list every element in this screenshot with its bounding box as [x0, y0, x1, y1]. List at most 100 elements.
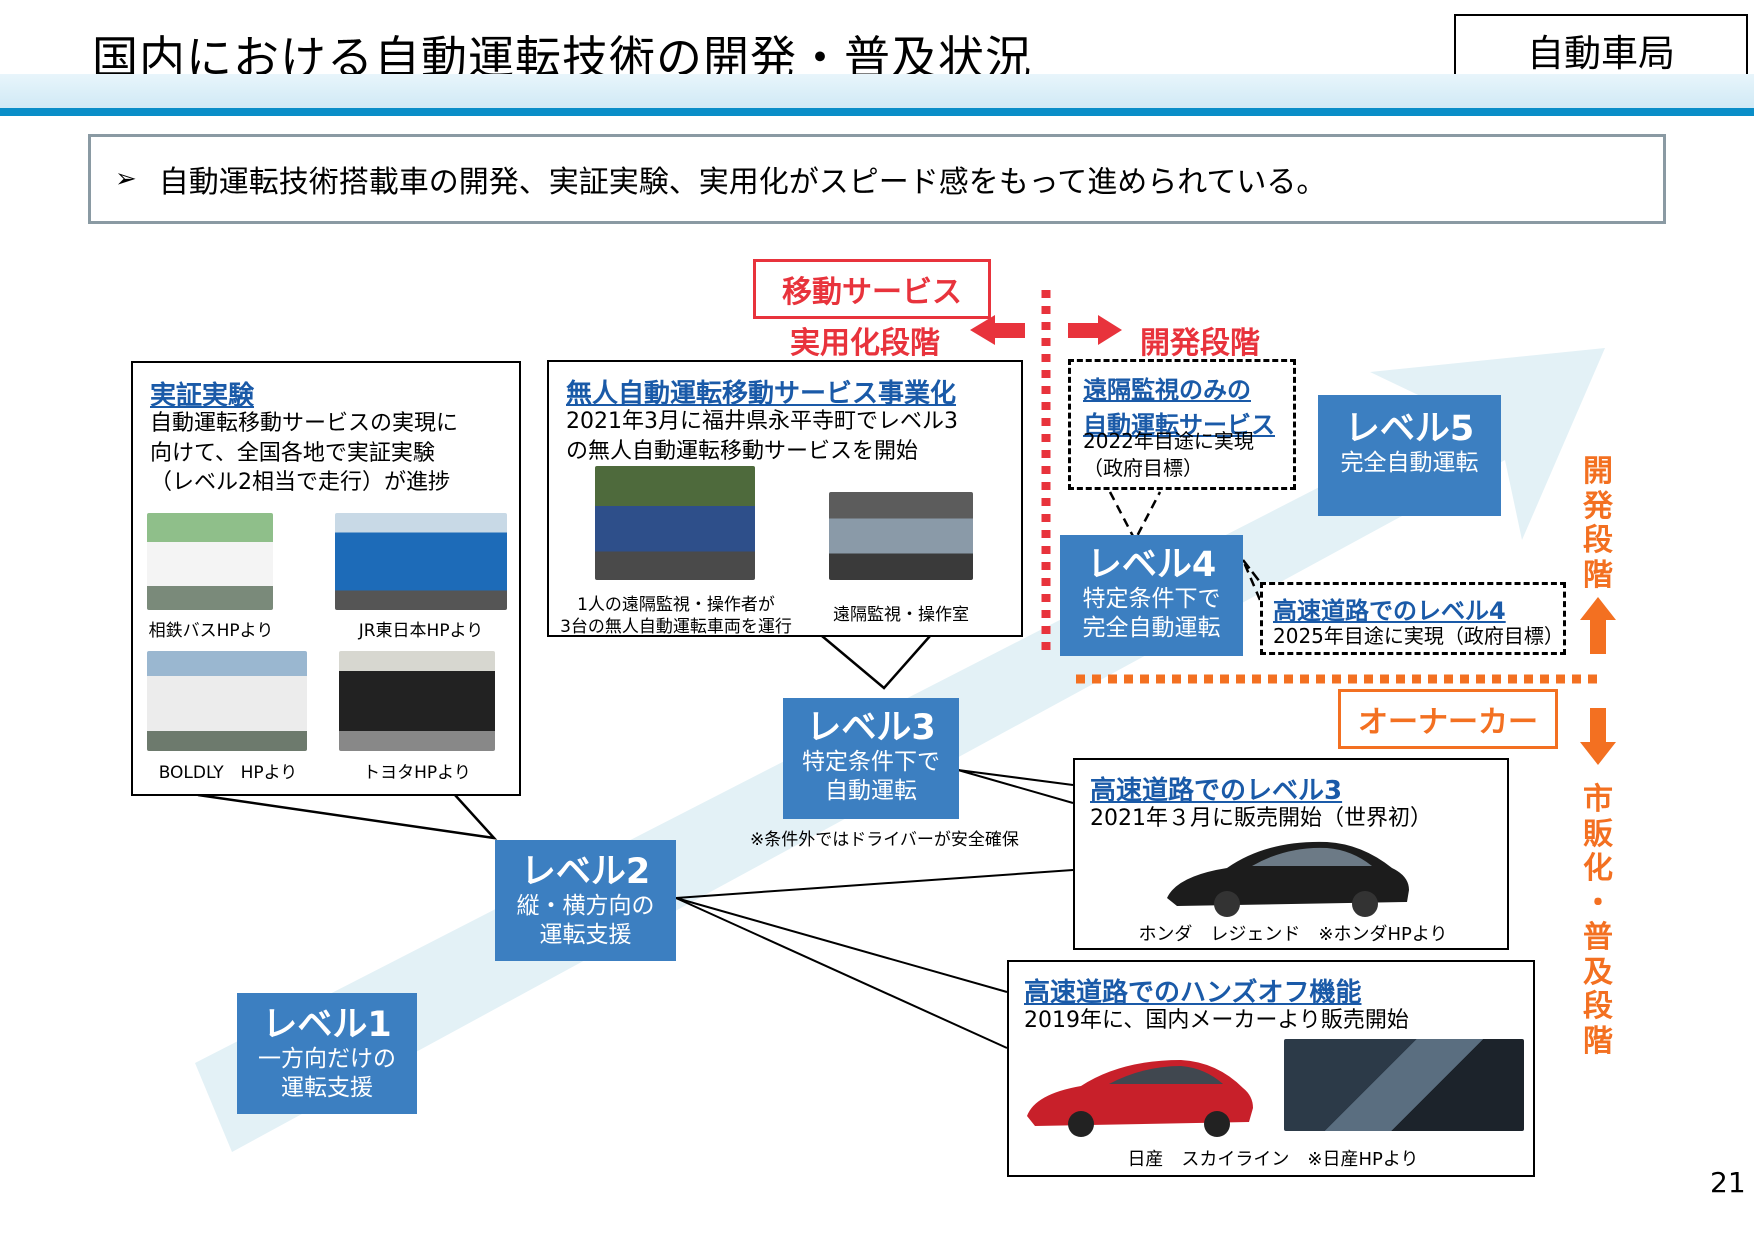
level4-desc1: 特定条件下で [1082, 586, 1221, 613]
vertical-char: 普 [1583, 920, 1613, 955]
level5-desc1: 完全自動運転 [1340, 450, 1479, 477]
vertical-char: 及 [1583, 954, 1613, 990]
level5-box: レベル5 完全自動運転 [1318, 395, 1501, 516]
toyota-epalette-photo [339, 651, 495, 751]
owner-development-vertical: 開発段階 [1578, 454, 1618, 593]
level2-connector-a [675, 869, 1074, 899]
trial-line1: 自動運転移動サービスの実現に [150, 411, 459, 436]
honda-legend-photo [1167, 841, 1409, 917]
level1-desc1: 一方向だけの [258, 1046, 396, 1073]
handsoff-line1: 2019年に、国内メーカーより販売開始 [1024, 1008, 1409, 1033]
trial-title[interactable]: 実証実験 [150, 381, 255, 411]
trial-text: 自動運転移動サービスの実現に 向けて、全国各地で実証実験 （レベル2相当で走行）… [150, 409, 458, 498]
level1-box: レベル1 一方向だけの 運転支援 [237, 993, 417, 1114]
handsoff-title[interactable]: 高速道路でのハンズオフ機能 [1024, 978, 1362, 1008]
arrow-left-icon [970, 315, 1025, 345]
unmanned-vehicle-photo [595, 466, 755, 580]
handsoff-caption: 日産 スカイライン ※日産HPより [1127, 1149, 1419, 1170]
level2-desc2: 運転支援 [539, 922, 632, 948]
vertical-char: 階 [1583, 557, 1613, 593]
level1-title: レベル1 [262, 1005, 392, 1045]
trial-callout: 実証実験 自動運転移動サービスの実現に 向けて、全国各地で実証実験 （レベル2相… [131, 361, 521, 796]
vertical-char: 開 [1583, 454, 1613, 489]
page-number: 21 [1710, 1166, 1746, 1199]
level3-title: レベル3 [806, 708, 936, 748]
unmanned-callout: 無人自動運転移動サービス事業化 2021年3月に福井県永平寺町でレベル3 の無人… [547, 360, 1023, 637]
practical-stage-label: 実用化段階 [790, 326, 940, 361]
unmanned-caption-right: 遠隔監視・操作室 [833, 605, 969, 625]
remote-text: 2022年目途に実現 （政府目標） [1083, 428, 1254, 482]
remote-line2: （政府目標） [1083, 456, 1203, 480]
arrow-up-icon [1580, 597, 1616, 654]
remote-title2[interactable]: 自動運転サービス [1083, 411, 1275, 439]
remote-control-room-photo [829, 492, 973, 580]
unmanned-text: 2021年3月に福井県永平寺町でレベル3 の無人自動運転移動サービスを開始 [566, 407, 958, 466]
level2-desc1: 縦・横方向の [516, 893, 655, 920]
remote-title: 遠隔監視のみの 自動運転サービス [1083, 370, 1275, 440]
nissan-skyline-photo [1027, 1060, 1253, 1137]
trial-caption-1: 相鉄バスHPより [148, 621, 274, 641]
owner-car-label: オーナーカー [1338, 689, 1558, 749]
remote-line1: 2022年目途に実現 [1083, 429, 1254, 453]
remote-service-box: 遠隔監視のみの 自動運転サービス 2022年目途に実現 （政府目標） [1068, 359, 1296, 490]
highway-l4-title[interactable]: 高速道路でのレベル4 [1273, 597, 1506, 625]
unmanned-caption-left2: 3台の無人自動運転車両を運行 [560, 617, 792, 638]
level3-desc2: 自動運転 [825, 778, 917, 804]
level5-title: レベル5 [1344, 409, 1475, 449]
highway-l3-callout: 高速道路でのレベル3 2021年３月に販売開始（世界初） ホンダ レジェンド ※… [1073, 758, 1509, 950]
development-stage-label: 開発段階 [1140, 326, 1260, 361]
remote-connector [1108, 491, 1162, 543]
header-band [0, 74, 1754, 110]
level3-desc1: 特定条件下で [802, 749, 940, 776]
jr-east-bus-photo [335, 513, 507, 610]
level2-box: レベル2 縦・横方向の 運転支援 [495, 840, 676, 961]
vertical-char: 階 [1583, 1023, 1613, 1059]
level4-title: レベル4 [1086, 545, 1217, 585]
vertical-char: 段 [1583, 989, 1613, 1024]
summary-text: 自動運転技術搭載車の開発、実証実験、実用化がスピード感をもって進められている。 [158, 165, 1327, 200]
unmanned-title[interactable]: 無人自動運転移動サービス事業化 [566, 379, 957, 409]
trial-caption-4: トヨタHPより [363, 763, 471, 783]
level4-desc2: 完全自動運転 [1082, 615, 1221, 641]
sotetsu-bus-photo [147, 513, 273, 610]
handsoff-callout: 高速道路でのハンズオフ機能 2019年に、国内メーカーより販売開始 日産 スカイ… [1007, 960, 1535, 1177]
unmanned-caption-left1: 1人の遠隔監視・操作者が [577, 595, 775, 615]
header-rule [0, 108, 1754, 116]
arrow-right-icon [1068, 315, 1122, 345]
level2-connector-c [675, 897, 1008, 1049]
level2-connector-b [675, 897, 1008, 993]
level4-connector [1241, 559, 1262, 601]
trial-caption-3: BOLDLY HPより [158, 763, 298, 783]
unmanned-callout-tail [820, 634, 910, 688]
handsoff-driver-photo [1284, 1039, 1524, 1131]
trial-caption-2: JR東日本HPより [358, 621, 484, 641]
vertical-char: 発 [1583, 488, 1613, 524]
mobility-service-label: 移動サービス [753, 259, 991, 319]
highway-l3-caption: ホンダ レジェンド ※ホンダHPより [1138, 924, 1448, 945]
vertical-char: 段 [1583, 523, 1613, 558]
owner-market-vertical: 市販化・普及段階 [1578, 782, 1618, 1059]
remote-title1[interactable]: 遠隔監視のみの [1083, 376, 1251, 404]
arrow-down-icon [1580, 708, 1616, 765]
trial-callout-tail-edge [197, 793, 498, 840]
unmanned-line1: 2021年3月に福井県永平寺町でレベル3 [566, 409, 958, 434]
unmanned-line2: の無人自動運転移動サービスを開始 [566, 438, 919, 464]
level4-box: レベル4 特定条件下で 完全自動運転 [1060, 535, 1243, 656]
highway-l4-box: 高速道路でのレベル4 2025年目途に実現（政府目標） [1260, 582, 1566, 655]
vertical-char: 販 [1583, 816, 1613, 852]
level1-desc2: 運転支援 [281, 1075, 373, 1101]
summary-box: ➢ 自動運転技術搭載車の開発、実証実験、実用化がスピード感をもって進められている… [88, 134, 1666, 224]
unmanned-callout-tail-edge [821, 635, 931, 690]
vertical-char: 市 [1583, 782, 1613, 817]
highway-l4-line1: 2025年目途に実現（政府目標） [1273, 624, 1564, 648]
highway-l3-line1: 2021年３月に販売開始（世界初） [1090, 806, 1432, 831]
vertical-char: 化 [1583, 851, 1613, 886]
level2-title: レベル2 [520, 852, 651, 892]
highway-l3-title[interactable]: 高速道路でのレベル3 [1090, 776, 1343, 806]
trial-line2: 向けて、全国各地で実証実験 [150, 440, 435, 466]
bullet-arrow-icon: ➢ [115, 164, 137, 194]
level3-box: レベル3 特定条件下で 自動運転 [783, 698, 959, 819]
boldly-shuttle-photo [147, 651, 307, 751]
level3-note: ※条件外ではドライバーが安全確保 [750, 830, 1019, 850]
vertical-char: ・ [1583, 885, 1613, 921]
